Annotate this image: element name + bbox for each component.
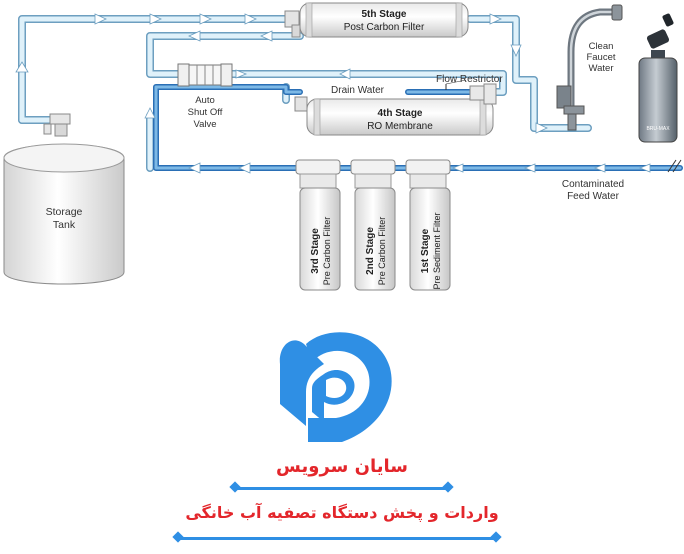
stage3-name: Pre Carbon Filter — [322, 217, 332, 286]
stage3-pre-carbon-filter: 3rd Stage Pre Carbon Filter — [295, 159, 341, 291]
drain-water-label: Drain Water — [331, 85, 385, 96]
brand-subtitle: واردات و پخش دستگاه تصفیه آب خانگی — [185, 503, 499, 522]
storage-tank: Storage Tank — [3, 113, 125, 285]
tank-label-line1: Storage — [46, 206, 83, 218]
stage3-title: 3rd Stage — [310, 228, 321, 274]
stage2-pre-carbon-filter: 2nd Stage Pre Carbon Filter — [350, 159, 396, 291]
faucet: Clean Faucet Water — [556, 4, 623, 131]
stage4-name: RO Membrane — [367, 121, 433, 132]
feed-break-mark — [667, 159, 677, 173]
stage5-name: Post Carbon Filter — [344, 22, 425, 33]
flow-restrictor-label: Flow Restrictor — [436, 74, 503, 85]
stage1-name: Pre Sediment Filter — [432, 212, 442, 289]
stage4-ro-membrane: 4th Stage RO Membrane — [294, 96, 494, 136]
feed-break-mark — [672, 159, 682, 173]
bottle-brand-mark: BRU-MAX — [646, 126, 670, 132]
stage1-title: 1st Stage — [420, 228, 431, 273]
brand-divider — [178, 537, 496, 540]
stage2-title: 2nd Stage — [365, 227, 376, 275]
tank-label-line2: Tank — [53, 219, 76, 231]
feed-water-label-line1: Contaminated — [562, 179, 624, 190]
valve-label-line3: Valve — [193, 119, 216, 130]
stage5-post-carbon-filter: 5th Stage Post Carbon Filter — [284, 2, 469, 38]
stage2-name: Pre Carbon Filter — [377, 217, 387, 286]
stage1-pre-sediment-filter: 1st Stage Pre Sediment Filter — [405, 159, 451, 291]
brand-divider — [235, 487, 448, 490]
auto-shut-off-valve: Auto Shut Off Valve — [177, 63, 233, 130]
flow-restrictor — [445, 79, 497, 105]
brand-title: سایان سرویس — [276, 456, 408, 477]
clean-water-label-line1: Clean — [589, 41, 614, 52]
water-bottle: BRU-MAX — [638, 13, 678, 143]
stage5-title: 5th Stage — [361, 9, 406, 20]
valve-label-line1: Auto — [195, 95, 215, 106]
stage4-title: 4th Stage — [377, 108, 422, 119]
feed-water-label-line2: Feed Water — [567, 191, 620, 202]
valve-label-line2: Shut Off — [188, 107, 223, 118]
brand-logo — [279, 332, 392, 442]
flow-arrows — [15, 13, 651, 174]
clean-water-label-line3: Water — [589, 63, 614, 74]
clean-water-label-line2: Faucet — [586, 52, 615, 63]
